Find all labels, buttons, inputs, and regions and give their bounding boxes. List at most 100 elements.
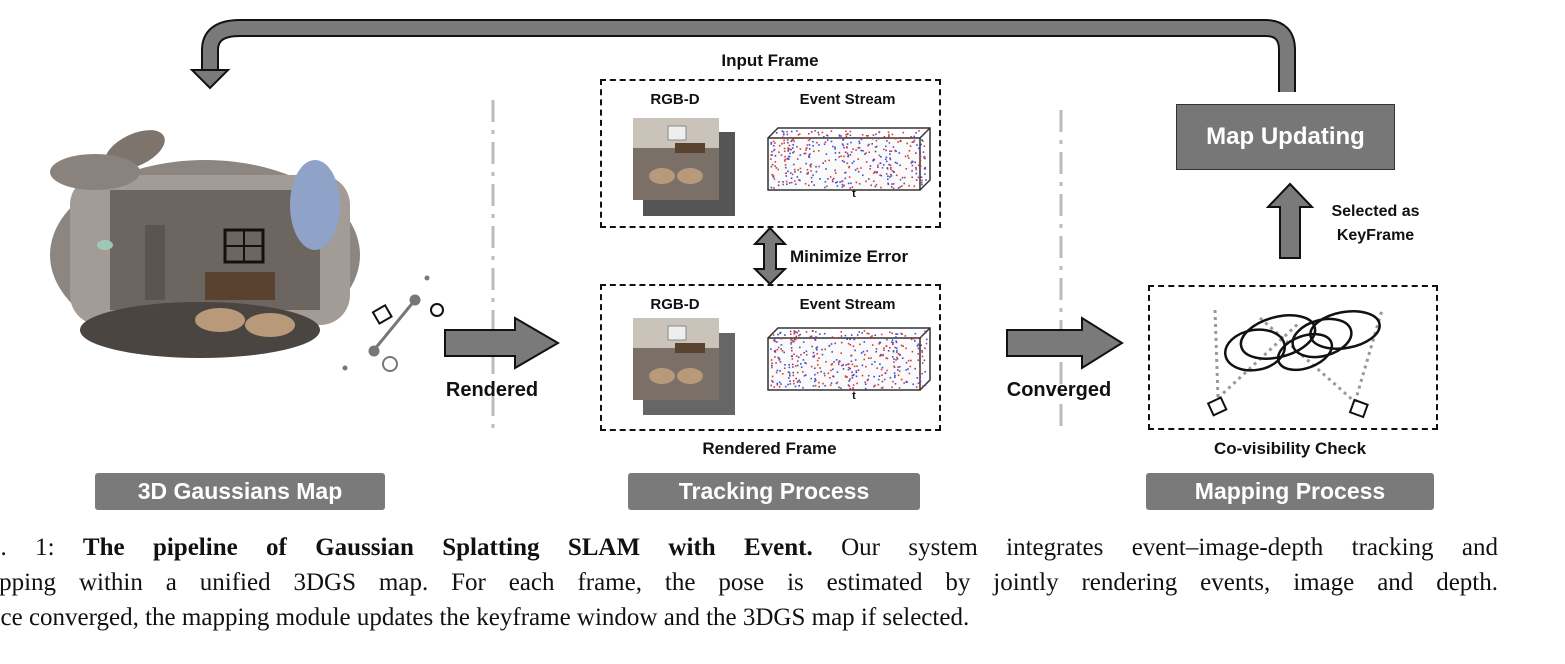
co-visibility-illustration: [1206, 309, 1384, 419]
event-point: [834, 152, 837, 154]
event-point: [874, 334, 876, 336]
event-point: [781, 350, 784, 352]
event-point: [851, 374, 853, 377]
event-point: [774, 165, 776, 167]
event-point: [822, 382, 824, 385]
event-point: [878, 131, 880, 134]
event-point: [787, 371, 790, 373]
event-point: [864, 381, 866, 384]
event-point: [821, 348, 823, 351]
event-point: [896, 162, 898, 165]
event-point: [809, 164, 811, 166]
minimize-error-arrow: [752, 226, 788, 286]
event-point: [776, 382, 779, 385]
event-point: [802, 359, 805, 361]
event-point: [875, 133, 877, 136]
event-point: [774, 161, 777, 163]
event-point: [783, 367, 786, 369]
event-point: [875, 145, 878, 148]
event-point: [824, 181, 827, 183]
event-point: [855, 371, 858, 374]
event-point: [788, 155, 791, 158]
event-point: [925, 331, 927, 334]
event-point: [851, 186, 854, 188]
event-point: [882, 386, 884, 389]
event-point: [813, 380, 816, 383]
event-point: [831, 336, 834, 338]
event-point: [808, 137, 810, 139]
event-point: [812, 385, 815, 387]
event-point: [853, 337, 856, 339]
event-point: [921, 351, 924, 354]
event-point: [794, 183, 797, 185]
event-point: [889, 347, 891, 349]
event-point: [896, 349, 898, 352]
event-point: [808, 184, 810, 187]
event-point: [921, 349, 923, 352]
event-point: [891, 183, 893, 185]
event-point: [811, 330, 814, 332]
event-point: [921, 372, 923, 375]
event-point: [787, 383, 789, 386]
event-point: [797, 330, 800, 332]
event-point: [899, 164, 901, 167]
event-point: [899, 354, 901, 356]
event-point: [860, 167, 862, 169]
event-point: [883, 378, 886, 381]
event-point: [779, 370, 781, 372]
event-point: [858, 140, 860, 143]
event-point: [886, 140, 888, 142]
event-point: [793, 338, 796, 341]
event-point: [788, 377, 790, 379]
time-axis-label-top: t: [852, 188, 856, 200]
event-point: [789, 136, 791, 139]
rendered-frame-box: [600, 284, 941, 431]
event-point: [805, 350, 808, 353]
event-point: [852, 384, 855, 386]
event-point: [829, 377, 831, 379]
event-point: [871, 363, 873, 366]
event-point: [871, 137, 874, 140]
event-point: [887, 182, 889, 185]
event-point: [850, 151, 853, 153]
event-point: [901, 333, 903, 335]
event-point: [799, 171, 802, 173]
event-point: [911, 164, 914, 167]
event-point: [796, 360, 799, 362]
event-point: [792, 163, 795, 166]
event-point: [865, 135, 868, 137]
event-point: [831, 363, 833, 365]
event-point: [846, 147, 848, 149]
event-point: [861, 332, 863, 334]
event-point: [793, 168, 796, 171]
event-point: [868, 178, 870, 180]
event-point: [777, 337, 779, 339]
event-point: [864, 383, 867, 385]
event-point: [903, 182, 905, 185]
event-point: [863, 358, 865, 361]
event-point: [834, 342, 836, 345]
event-point: [786, 183, 788, 185]
event-point: [880, 387, 883, 389]
event-point: [803, 352, 805, 354]
event-point: [815, 336, 817, 338]
event-point: [874, 361, 876, 363]
event-point: [774, 155, 777, 157]
event-point: [825, 168, 827, 170]
event-point: [853, 365, 856, 368]
event-point: [786, 158, 788, 160]
event-point: [783, 147, 786, 150]
event-point: [778, 144, 781, 147]
event-point: [905, 168, 908, 170]
event-point: [850, 141, 852, 144]
event-point: [782, 183, 784, 186]
event-point: [781, 373, 784, 375]
event-point: [815, 170, 818, 173]
event-point: [854, 349, 856, 352]
event-point: [925, 130, 928, 133]
event-point: [851, 162, 854, 164]
event-point: [789, 152, 791, 155]
event-point: [800, 353, 802, 356]
event-point: [917, 344, 920, 346]
event-point: [899, 186, 901, 188]
